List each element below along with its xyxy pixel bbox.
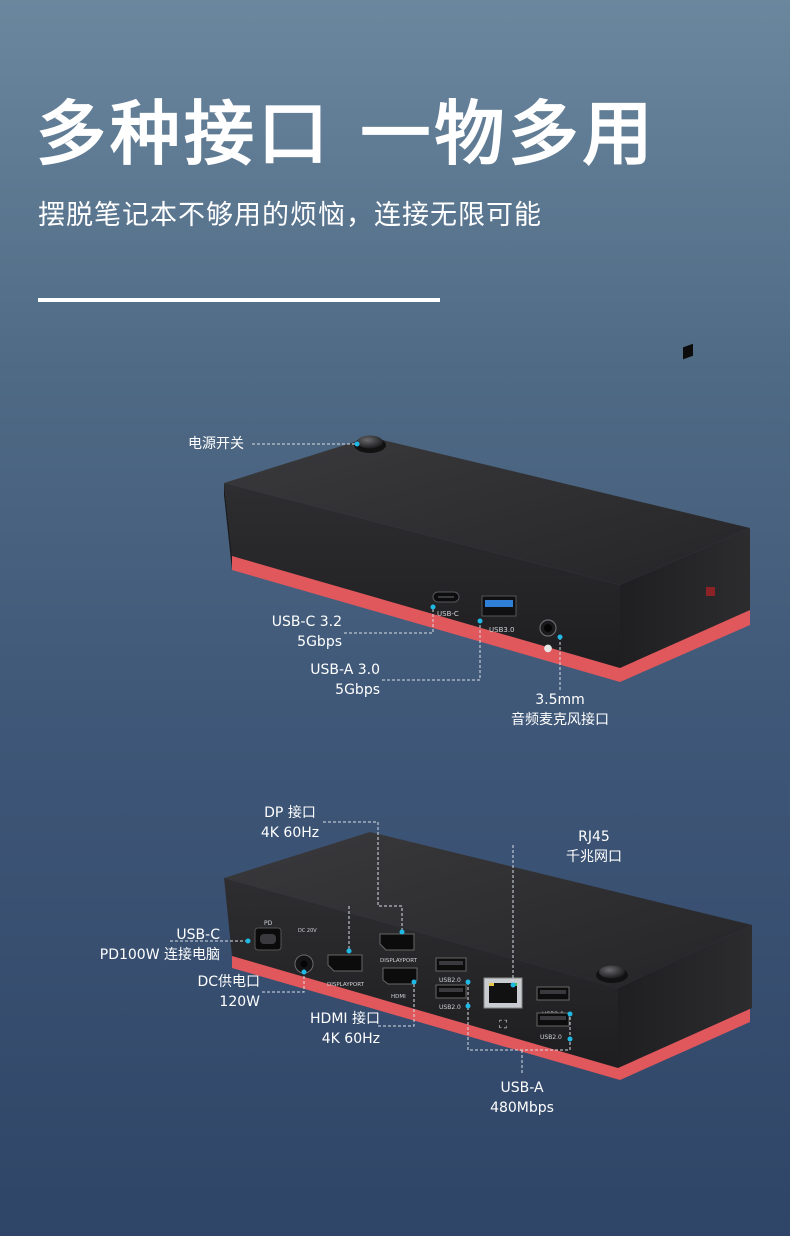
- front-leader-lines: [252, 443, 561, 690]
- front-side-face: [620, 528, 750, 668]
- front-port-face: [224, 483, 620, 668]
- rear-power-button-icon: [596, 965, 628, 983]
- page-title: 多种接口 一物多用: [36, 93, 657, 175]
- rear-port-face: [224, 878, 618, 1068]
- front-top-face: [224, 437, 750, 585]
- callout-dot-usb-c: [430, 604, 436, 610]
- audio-jack-icon: [539, 619, 557, 637]
- usb2-port-4-icon: [536, 1012, 570, 1027]
- callout-dot-usb2-2: [465, 1003, 471, 1009]
- usb-c-marking: USB-C: [437, 610, 459, 618]
- displayport-2-port-icon: [379, 933, 415, 951]
- side-slot-red: [706, 587, 715, 596]
- usb2-4-marking: USB2.0: [540, 1034, 562, 1041]
- callout-dot-usb-c-pd: [245, 938, 251, 944]
- callout-dot-audio: [557, 634, 563, 640]
- hdmi-marking: HDMI: [391, 994, 406, 1000]
- rear-leader-lines: [170, 821, 571, 1075]
- callout-dot-hdmi: [411, 979, 417, 985]
- callout-dot-dp-2: [399, 929, 405, 935]
- dock-front-view: USB-C USB3.0 ●: [224, 343, 750, 682]
- dc-power-port-icon: [294, 954, 314, 974]
- usb-c-port-icon: [432, 591, 460, 603]
- headset-glyph-icon: ●: [544, 643, 553, 654]
- rear-side-face: [618, 925, 752, 1068]
- callout-dot-power: [354, 441, 360, 447]
- callout-dot-usb2-1: [465, 979, 471, 985]
- kensington-slot: [683, 343, 693, 360]
- hdmi-port-icon: [382, 967, 418, 985]
- label-power-switch: 电源开关: [188, 436, 244, 452]
- power-button-icon: [354, 435, 386, 453]
- page-subtitle: 摆脱笔记本不够用的烦恼，连接无限可能: [38, 200, 542, 231]
- usb2-port-2-icon: [435, 984, 467, 999]
- usb2-port-1-icon: [435, 957, 467, 972]
- callout-dot-usb-a: [477, 618, 483, 624]
- usb-c-pd-port-icon: [254, 927, 282, 951]
- usb3-marking: USB3.0: [489, 626, 515, 634]
- usb3-port-icon: [481, 595, 517, 617]
- callout-dot-usb2-4: [567, 1036, 573, 1042]
- title-divider: [38, 298, 440, 302]
- rear-callout-dots: [245, 929, 573, 1042]
- displayport-1-marking: DISPLAYPORT: [327, 982, 365, 988]
- pd-marking: PD: [264, 920, 273, 927]
- usb2-2-marking: USB2.0: [439, 1004, 461, 1011]
- usb2-1-marking: USB2.0: [439, 977, 461, 984]
- rj45-port-icon: [483, 977, 523, 1009]
- callout-dot-usb2-3: [567, 1011, 573, 1017]
- dock-rear-view: PD DC 20V DISPLAYPORT DISPLAYPORT HDMI U…: [224, 832, 752, 1080]
- network-glyph-icon: ⛶: [499, 1018, 507, 1031]
- callout-dot-dp-1: [346, 948, 352, 954]
- dc-marking: DC 20V: [298, 928, 317, 934]
- callout-dot-rj45: [510, 982, 516, 988]
- rear-top-face: [224, 832, 752, 988]
- callout-dot-dc: [301, 969, 307, 975]
- usb2-port-3-icon: [536, 986, 570, 1001]
- displayport-1-port-icon: [327, 954, 363, 972]
- front-left-edge: [224, 483, 232, 570]
- front-callout-dots: [354, 441, 563, 640]
- displayport-2-marking: DISPLAYPORT: [380, 958, 418, 964]
